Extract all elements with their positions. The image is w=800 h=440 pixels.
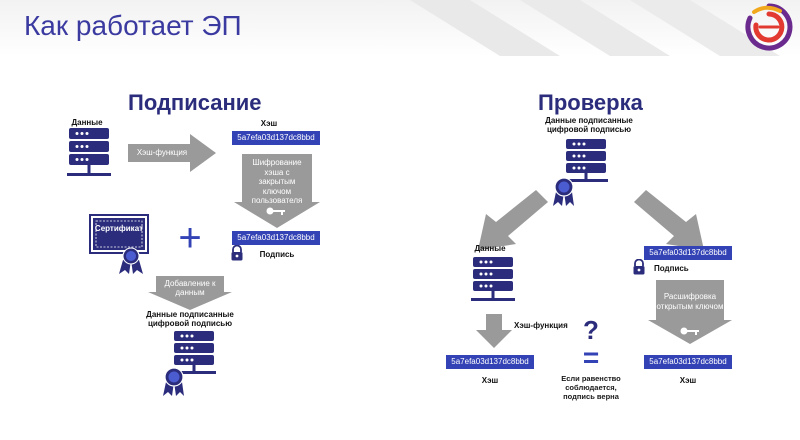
header-decoration [410, 0, 780, 56]
key-icon [266, 207, 285, 215]
verify-signed-data-label: Данные подписанные цифровой подписью [545, 116, 633, 135]
lock-icon [633, 259, 645, 275]
verify-hash-function-label: Хэш-функция [514, 321, 568, 330]
down-arrow-icon [148, 276, 232, 310]
hash-value-right-top: 5a7efa03d137dc8bbd [644, 246, 732, 260]
decryption-step-label: Расшифровка открытым ключом [656, 292, 724, 311]
hash-value-2: 5a7efa03d137dc8bbd [232, 231, 320, 245]
server-icon [67, 128, 111, 176]
lock-icon [231, 245, 243, 261]
hash-value-1: 5a7efa03d137dc8bbd [232, 131, 320, 145]
verification-title: Проверка [538, 90, 643, 115]
certificate-label: Сертификат [94, 224, 144, 233]
hash-value-left: 5a7efa03d137dc8bbd [446, 355, 534, 369]
page-title: Как работает ЭП [24, 10, 242, 41]
diagonal-arrow-left-icon [478, 190, 548, 250]
right-arrow-icon [128, 134, 216, 172]
equality-note: Если равенство соблюдается, подпись верн… [561, 374, 621, 401]
down-arrow-icon [476, 314, 512, 348]
equals-sign: = [582, 342, 600, 373]
verify-signature-label: Подпись [654, 264, 689, 273]
down-arrow-icon [648, 280, 732, 344]
server-icon [471, 257, 515, 301]
hash-function-label: Хэш-функция [136, 148, 188, 157]
signed-data-label: Данные подписанные цифровой подписью [146, 310, 234, 329]
down-arrow-icon [234, 154, 320, 228]
verify-hash-label-left: Хэш [481, 376, 499, 385]
signature-label: Подпись [259, 250, 295, 259]
signing-title: Подписание [128, 90, 262, 115]
signing-hash-label: Хэш [260, 119, 278, 128]
question-mark: ? [583, 315, 599, 345]
header-bar [0, 0, 800, 56]
verify-data-label: Данные [474, 244, 506, 253]
diagonal-arrow-right-icon [634, 190, 704, 250]
key-icon [680, 327, 699, 335]
signing-data-label: Данные [71, 118, 103, 127]
certificate-icon [89, 214, 149, 274]
hash-value-right: 5a7efa03d137dc8bbd [644, 355, 732, 369]
logo-icon [745, 3, 793, 51]
signed-server-icon [163, 331, 216, 396]
plus-sign: + [178, 216, 202, 260]
signed-server-icon [553, 139, 608, 206]
verify-hash-label-right: Хэш [679, 376, 697, 385]
encryption-step-label: Шифрование хэша с закрытым ключом пользо… [251, 158, 303, 206]
add-to-data-label: Добавление к данным [164, 279, 216, 297]
